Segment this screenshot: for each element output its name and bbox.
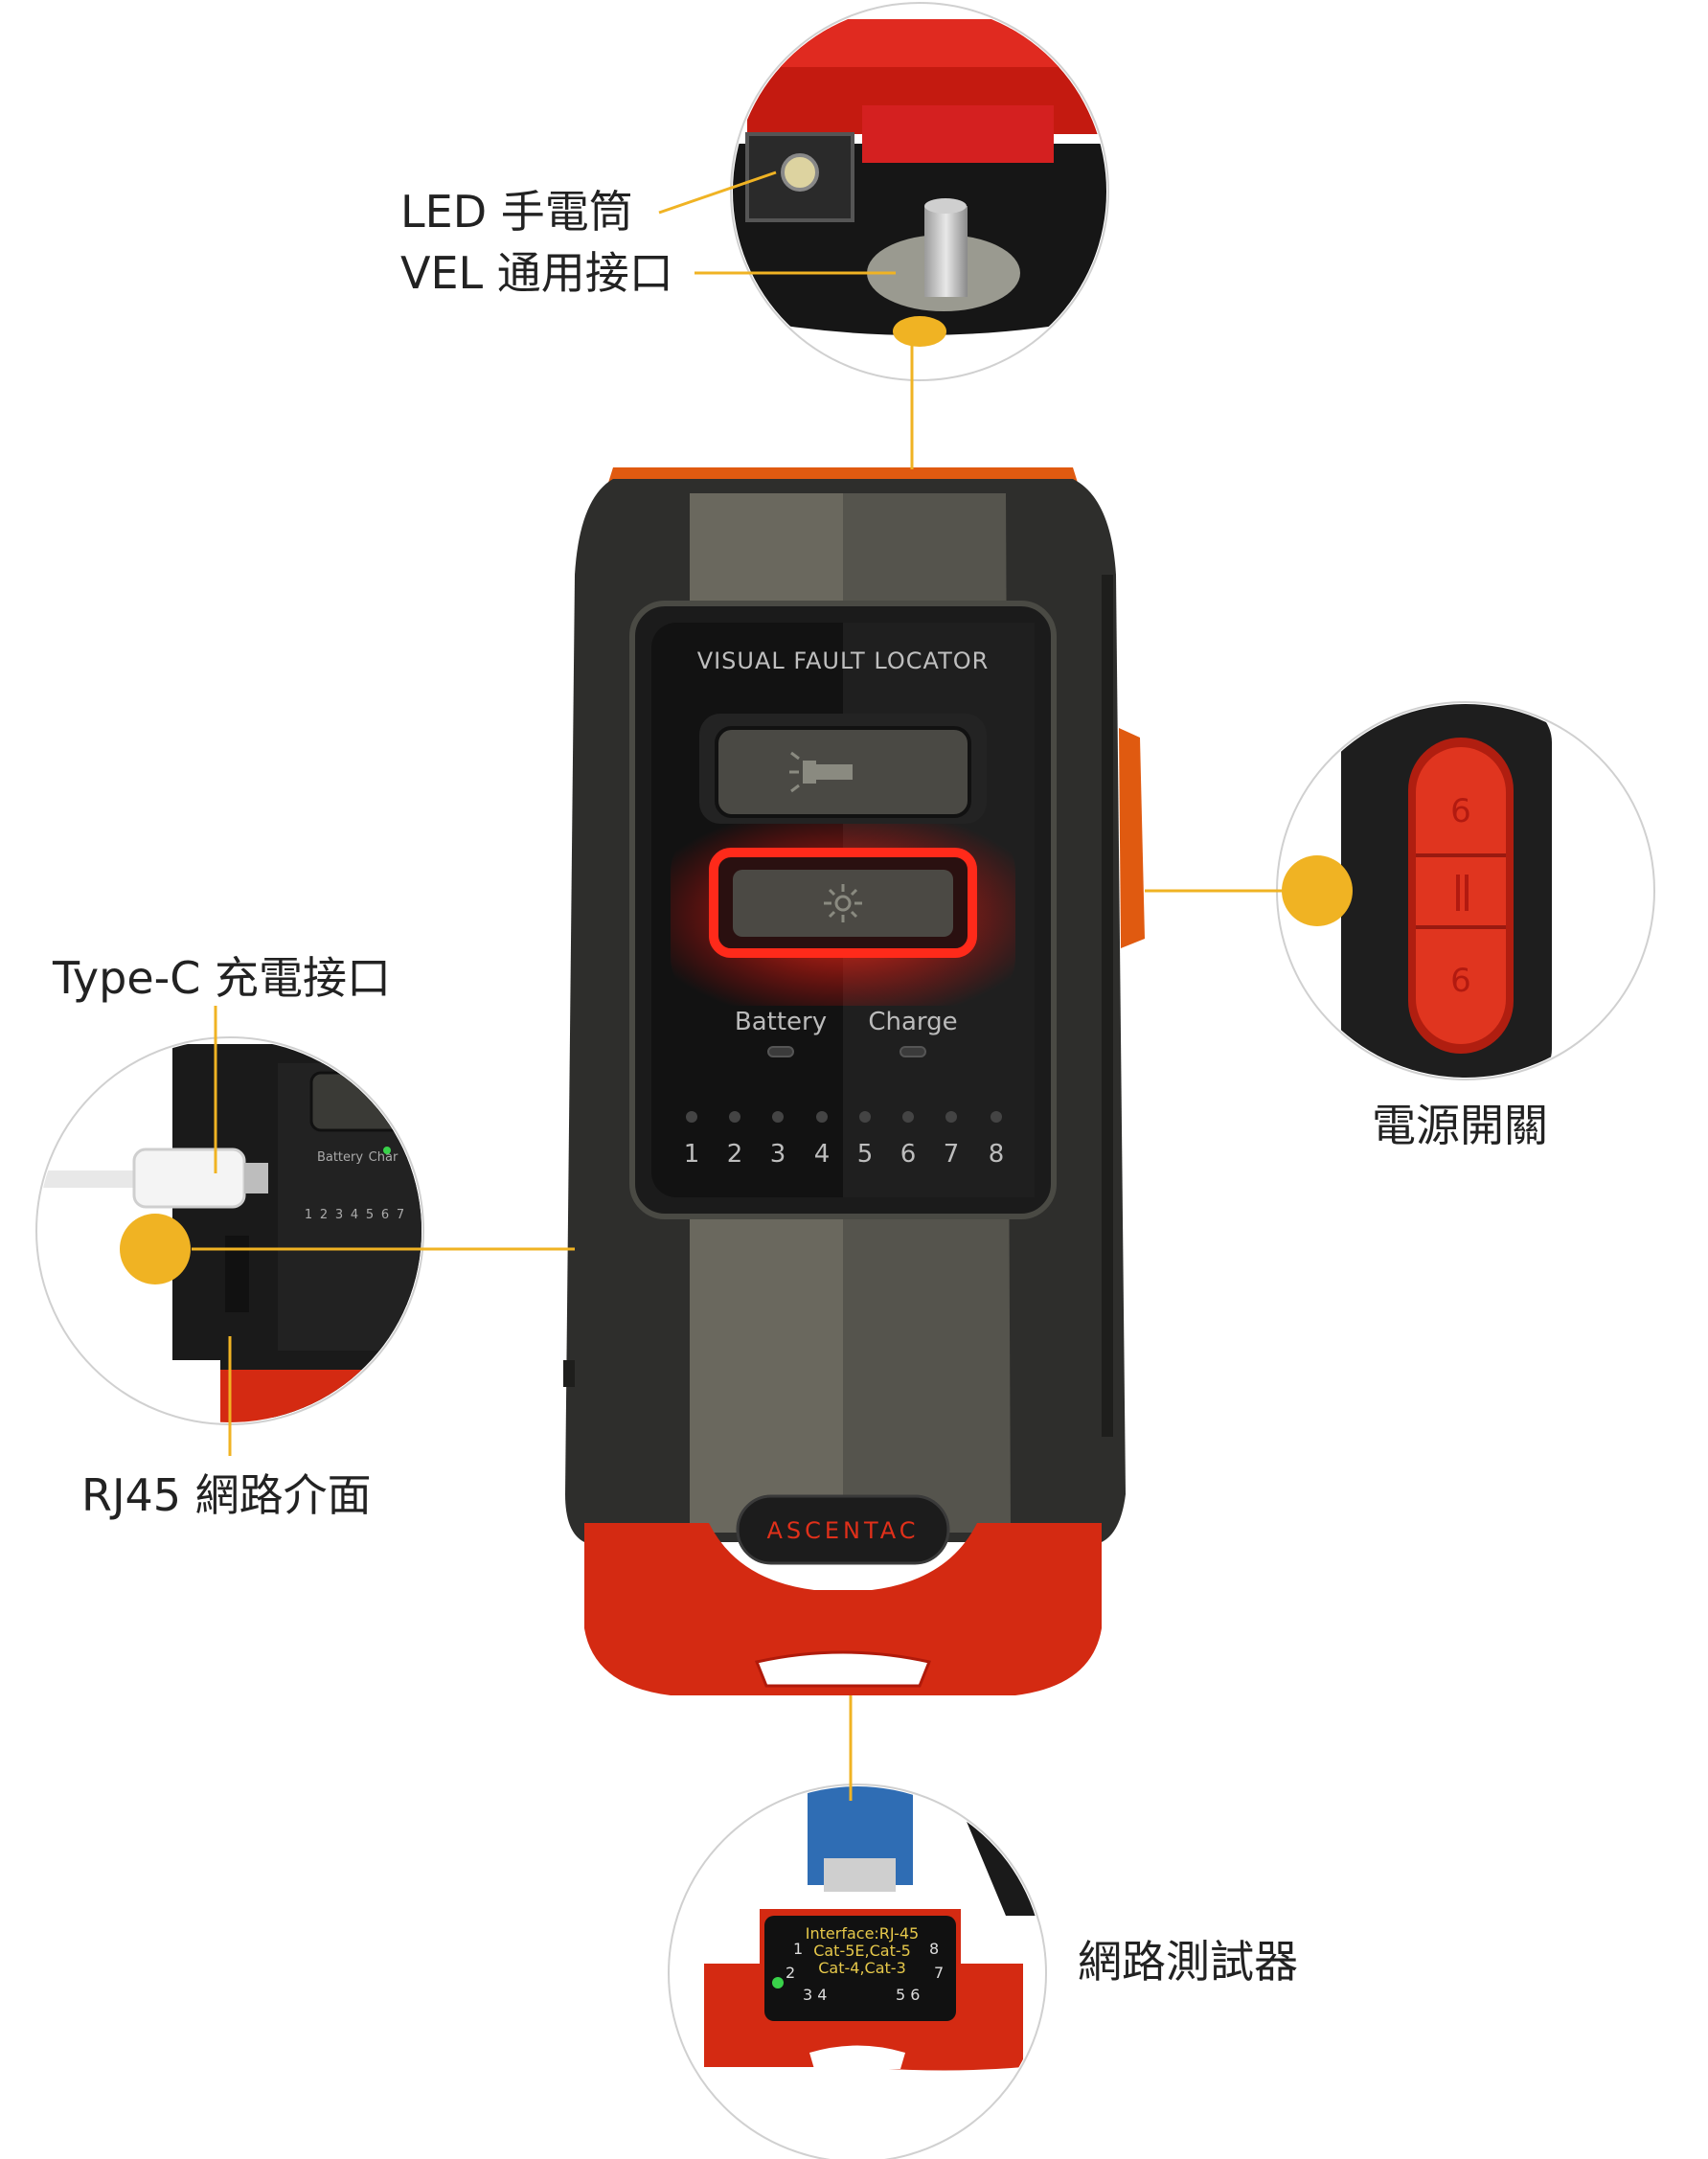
port-number-8: 8 — [989, 1140, 1005, 1169]
tester-right-num-2: 7 — [934, 1964, 944, 1982]
zoom-top-led-vel — [730, 2, 1109, 381]
callout-vel-port: VEL 通用接口 — [400, 247, 673, 299]
zoom-port-number-4: 4 — [351, 1208, 358, 1222]
flashlight-icon — [789, 751, 853, 793]
zoom-port-number-2: 2 — [320, 1208, 328, 1222]
port-number-4: 4 — [814, 1140, 831, 1169]
tester-left-num-2: 2 — [786, 1964, 795, 1982]
svg-text:6: 6 — [1450, 962, 1471, 1000]
callout-power-switch: 電源開關 — [1372, 1100, 1548, 1151]
zoom-charge-label: Char — [369, 1150, 399, 1165]
brand-logo: ASCENTAC — [766, 1517, 919, 1544]
port-number-1: 1 — [684, 1140, 700, 1169]
zoom-port-number-1: 1 — [305, 1208, 312, 1222]
callout-lines — [192, 170, 1284, 1801]
tester-right-num-3: 5 6 — [896, 1986, 920, 2004]
charge-label: Charge — [868, 1008, 957, 1036]
port-number-3: 3 — [770, 1140, 786, 1169]
zoom-right-power-switch: 6 6 — [1276, 701, 1655, 1080]
battery-label: Battery — [735, 1008, 827, 1036]
zoom-port-number-5: 5 — [366, 1208, 374, 1222]
zoom-port-number-7: 7 — [397, 1208, 404, 1222]
port-number-6: 6 — [900, 1140, 917, 1169]
port-dots — [686, 1111, 1002, 1123]
port-number-2: 2 — [727, 1140, 743, 1169]
port-number-5: 5 — [857, 1140, 874, 1169]
tester-line-3: Cat-4,Cat-3 — [818, 1959, 906, 1977]
laser-sun-icon — [824, 884, 862, 922]
device-body — [563, 467, 1145, 1695]
tester-left-num-1: 1 — [793, 1940, 803, 1958]
callout-led-flashlight: LED 手電筒 — [400, 186, 633, 238]
zoom-port-number-3: 3 — [335, 1208, 343, 1222]
zoom-bottom-network-tester: Interface:RJ-45 Cat-5E,Cat-5 Cat-4,Cat-3… — [668, 1784, 1047, 2159]
svg-text:6: 6 — [1450, 792, 1471, 830]
callout-typec-port: Type-C 充電接口 — [53, 952, 391, 1004]
tester-right-num-1: 8 — [929, 1940, 939, 1958]
callout-network-tester: 網路測試器 — [1078, 1936, 1298, 1988]
panel-title: VISUAL FAULT LOCATOR — [697, 648, 990, 674]
port-number-7: 7 — [944, 1140, 960, 1169]
tester-line-1: Interface:RJ-45 — [806, 1924, 919, 1943]
tester-line-2: Cat-5E,Cat-5 — [813, 1942, 911, 1960]
zoom-port-number-6: 6 — [381, 1208, 389, 1222]
tester-left-num-3: 3 4 — [803, 1986, 827, 2004]
zoom-battery-label: Battery — [317, 1150, 363, 1165]
callout-rj45-port: RJ45 網路介面 — [81, 1469, 372, 1521]
